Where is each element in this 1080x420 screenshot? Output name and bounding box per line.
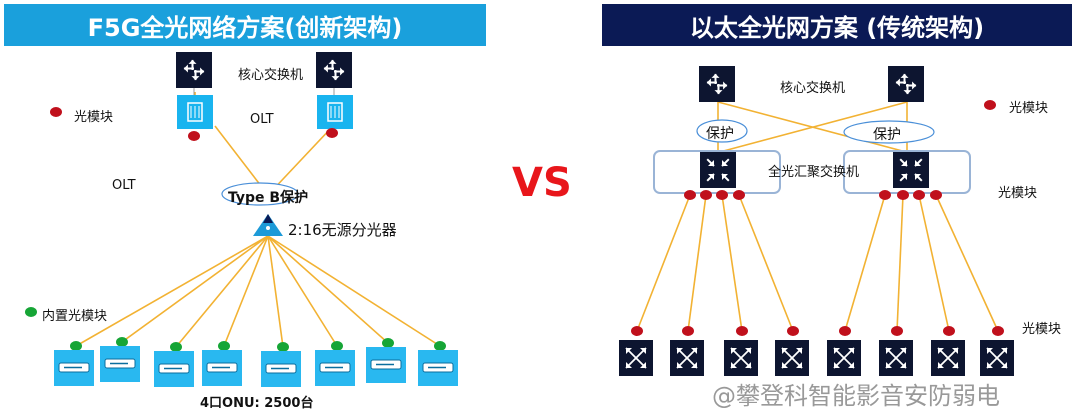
link-line <box>721 194 743 332</box>
link-line <box>223 235 269 347</box>
right-aggregation-2-module-dot <box>879 190 891 200</box>
right-core-switch-1-icon <box>699 66 735 102</box>
link-line <box>175 235 269 348</box>
right-title: 以太全光网方案 (传统架构) <box>602 4 1072 46</box>
left-core-switch-label: 核心交换机 <box>238 68 304 83</box>
link-line <box>267 235 284 348</box>
right-access-module-dot <box>787 326 799 336</box>
link-line <box>687 194 707 332</box>
left-splitter-icon <box>253 214 283 236</box>
left-core-switch-2-icon <box>316 52 352 88</box>
right-access-module-dot <box>891 326 903 336</box>
link-line <box>896 194 904 332</box>
left-builtin-module-legend: 内置光模块 <box>42 309 108 324</box>
left-onu-1-icon <box>54 350 94 386</box>
right-access-switch-7-icon <box>931 340 965 376</box>
link-line <box>738 194 794 332</box>
left-onu-6-icon <box>315 350 355 386</box>
right-access-module-dot <box>682 326 694 336</box>
right-protection-left: 保护 <box>706 126 734 142</box>
left-protection-ellipse <box>221 182 299 206</box>
left-core-switch-1-icon <box>176 52 212 88</box>
link-line <box>267 235 441 347</box>
watermark: @攀登科智能影音安防弱电 <box>712 382 1000 410</box>
left-onu-3-icon <box>154 351 194 387</box>
left-onu-module-dot <box>331 341 343 351</box>
right-core-switch-2-icon <box>888 66 924 102</box>
left-onu-7-icon <box>366 347 406 383</box>
right-optical-module-label-low: 光模块 <box>1022 322 1062 337</box>
left-onu-module-dot <box>218 341 230 351</box>
left-onu-module-dot <box>116 337 128 347</box>
left-onu-module-dot <box>170 342 182 352</box>
right-access-switch-1-icon <box>619 340 653 376</box>
right-aggregation-2-module-dot <box>897 190 909 200</box>
right-access-switch-3-icon <box>724 340 758 376</box>
right-access-switch-8-icon <box>980 340 1014 376</box>
left-onu-module-dot <box>277 342 289 352</box>
right-optical-module-legend-dot <box>984 100 996 110</box>
left-onu-2-icon <box>100 346 140 382</box>
link-line <box>121 235 269 343</box>
right-access-switch-4-icon <box>775 340 809 376</box>
right-access-switch-2-icon <box>670 340 704 376</box>
right-aggregation-switch-2-icon <box>893 152 929 188</box>
left-protection-label: Type B保护 <box>228 190 309 206</box>
left-optical-module-legend: 光模块 <box>74 110 114 125</box>
right-access-module-dot <box>631 326 643 336</box>
left-onu-module-dot <box>70 341 82 351</box>
right-protection-right: 保护 <box>873 127 901 143</box>
link-line <box>267 235 389 344</box>
right-core-switch-label: 核心交换机 <box>780 81 846 96</box>
left-olt-2-icon <box>317 95 353 129</box>
link-line <box>844 194 886 332</box>
left-onu-module-dot <box>434 341 446 351</box>
left-builtin-module-legend-dot <box>25 307 37 317</box>
left-optical-module-legend-dot <box>50 107 62 117</box>
left-onu-4-icon <box>202 350 242 386</box>
left-onu-8-icon <box>418 350 458 386</box>
left-olt-1-module-dot <box>188 131 200 141</box>
left-olt-1-icon <box>177 95 213 129</box>
right-aggregation-2-module-dot <box>930 190 942 200</box>
right-aggregation-2-module-dot <box>913 190 925 200</box>
right-aggregation-1-module-dot <box>700 190 712 200</box>
left-onu-module-dot <box>382 338 394 348</box>
right-optical-module-label-mid: 光模块 <box>998 186 1038 201</box>
link-line <box>918 194 950 332</box>
link-line <box>75 235 269 347</box>
left-title: F5G全光网络方案(创新架构) <box>4 4 486 46</box>
left-olt-2-module-dot <box>326 128 338 138</box>
vs-label: VS <box>512 160 572 206</box>
left-onu-caption: 4口ONU: 2500台 <box>200 396 314 411</box>
right-aggregation-label: 全光汇聚交换机 <box>768 165 860 180</box>
left-onu-5-icon <box>261 351 301 387</box>
left-olt-label-side: OLT <box>112 178 136 193</box>
right-access-module-dot <box>839 326 851 336</box>
left-olt-label-top: OLT <box>250 112 274 127</box>
right-access-module-dot <box>992 326 1004 336</box>
right-aggregation-1-module-dot <box>716 190 728 200</box>
right-protection-ellipse-1 <box>696 119 748 143</box>
right-access-switch-6-icon <box>879 340 913 376</box>
right-access-module-dot <box>943 326 955 336</box>
link-line <box>935 194 999 332</box>
right-protection-ellipse-2 <box>843 120 935 144</box>
link-line <box>267 235 338 347</box>
link-line <box>715 101 908 154</box>
left-splitter-label: 2:16无源分光器 <box>288 221 397 239</box>
right-aggregation-switch-1-icon <box>700 152 736 188</box>
link-line <box>267 125 334 196</box>
right-access-module-dot <box>736 326 748 336</box>
right-aggregation-1-module-dot <box>684 190 696 200</box>
right-access-switch-5-icon <box>827 340 861 376</box>
link-line <box>636 194 691 332</box>
right-optical-module-legend: 光模块 <box>1009 101 1049 116</box>
right-aggregation-1-module-dot <box>733 190 745 200</box>
